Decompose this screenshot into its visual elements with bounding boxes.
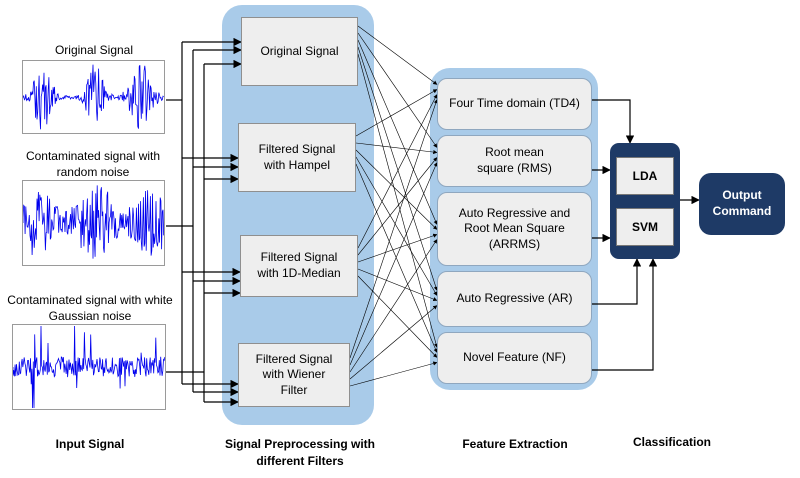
signal-plot-original	[22, 60, 165, 134]
filter-box-wiener: Filtered Signal with Wiener Filter	[238, 343, 350, 407]
feature-box-rms: Root mean square (RMS)	[437, 135, 592, 187]
arrow-filter-0-feature-0	[357, 25, 438, 85]
waveform-random-noise	[23, 185, 164, 259]
arrow-filter-1-feature-1	[355, 142, 438, 155]
signal-title-gaussian-noise: Contaminated signal with white Gaussian …	[7, 293, 173, 324]
arrow-filter-3-feature-4	[349, 361, 438, 387]
signal-title-random-noise: Contaminated signal with random noise	[25, 149, 161, 180]
arrow-filter-2-feature-4	[357, 275, 438, 358]
arrow-filter-0-feature-3	[357, 46, 438, 291]
classifier-svm: SVM	[616, 208, 674, 246]
feature-box-ar: Auto Regressive (AR)	[437, 271, 592, 327]
signal-plot-random-noise	[22, 180, 165, 266]
output-command-box: Output Command	[699, 173, 785, 235]
arrow-filter-2-feature-1	[357, 157, 438, 256]
arrow-ar-classifier	[592, 258, 642, 305]
waveform-original	[23, 64, 164, 130]
arrow-nf-classifier	[592, 258, 658, 371]
signal-title-original: Original Signal	[54, 43, 134, 57]
feature-box-td4: Four Time domain (TD4)	[437, 78, 592, 130]
arrow-filter-1-feature-3	[355, 156, 438, 296]
feature-box-nf: Novel Feature (NF)	[437, 332, 592, 384]
caption-input-signal: Input Signal	[55, 437, 125, 451]
feature-box-arrms: Auto Regressive and Root Mean Square (AR…	[437, 192, 592, 266]
caption-classification: Classification	[632, 435, 712, 449]
arrow-filter-1-feature-0	[355, 89, 438, 137]
caption-feature-extraction: Feature Extraction	[462, 437, 568, 451]
arrow-filter-3-feature-3	[349, 305, 438, 380]
arrow-filter-2-feature-0	[357, 94, 438, 249]
filter-box-original: Original Signal	[241, 17, 358, 86]
arrow-filter-3-feature-0	[349, 99, 438, 359]
waveform-gaussian-noise	[13, 325, 165, 409]
filter-box-1d-median: Filtered Signal with 1D-Median	[240, 235, 358, 297]
arrow-filter-0-feature-1	[357, 32, 438, 148]
filter-box-hampel: Filtered Signal with Hampel	[238, 123, 356, 192]
arrow-filter-2-feature-3	[357, 268, 438, 302]
arrow-filter-1-feature-2	[355, 149, 438, 230]
arrow-filter-0-feature-4	[357, 53, 439, 348]
arrow-filter-1-feature-4	[355, 163, 438, 353]
arrow-filter-2-feature-2	[357, 233, 438, 263]
classifier-lda: LDA	[616, 157, 674, 195]
arrow-filter-3-feature-1	[349, 162, 438, 366]
arrow-filter-3-feature-2	[349, 239, 438, 373]
caption-preprocessing: Signal Preprocessing with different Filt…	[224, 437, 376, 468]
arrow-td4-classifier	[592, 99, 635, 144]
signal-plot-gaussian-noise	[12, 324, 166, 410]
